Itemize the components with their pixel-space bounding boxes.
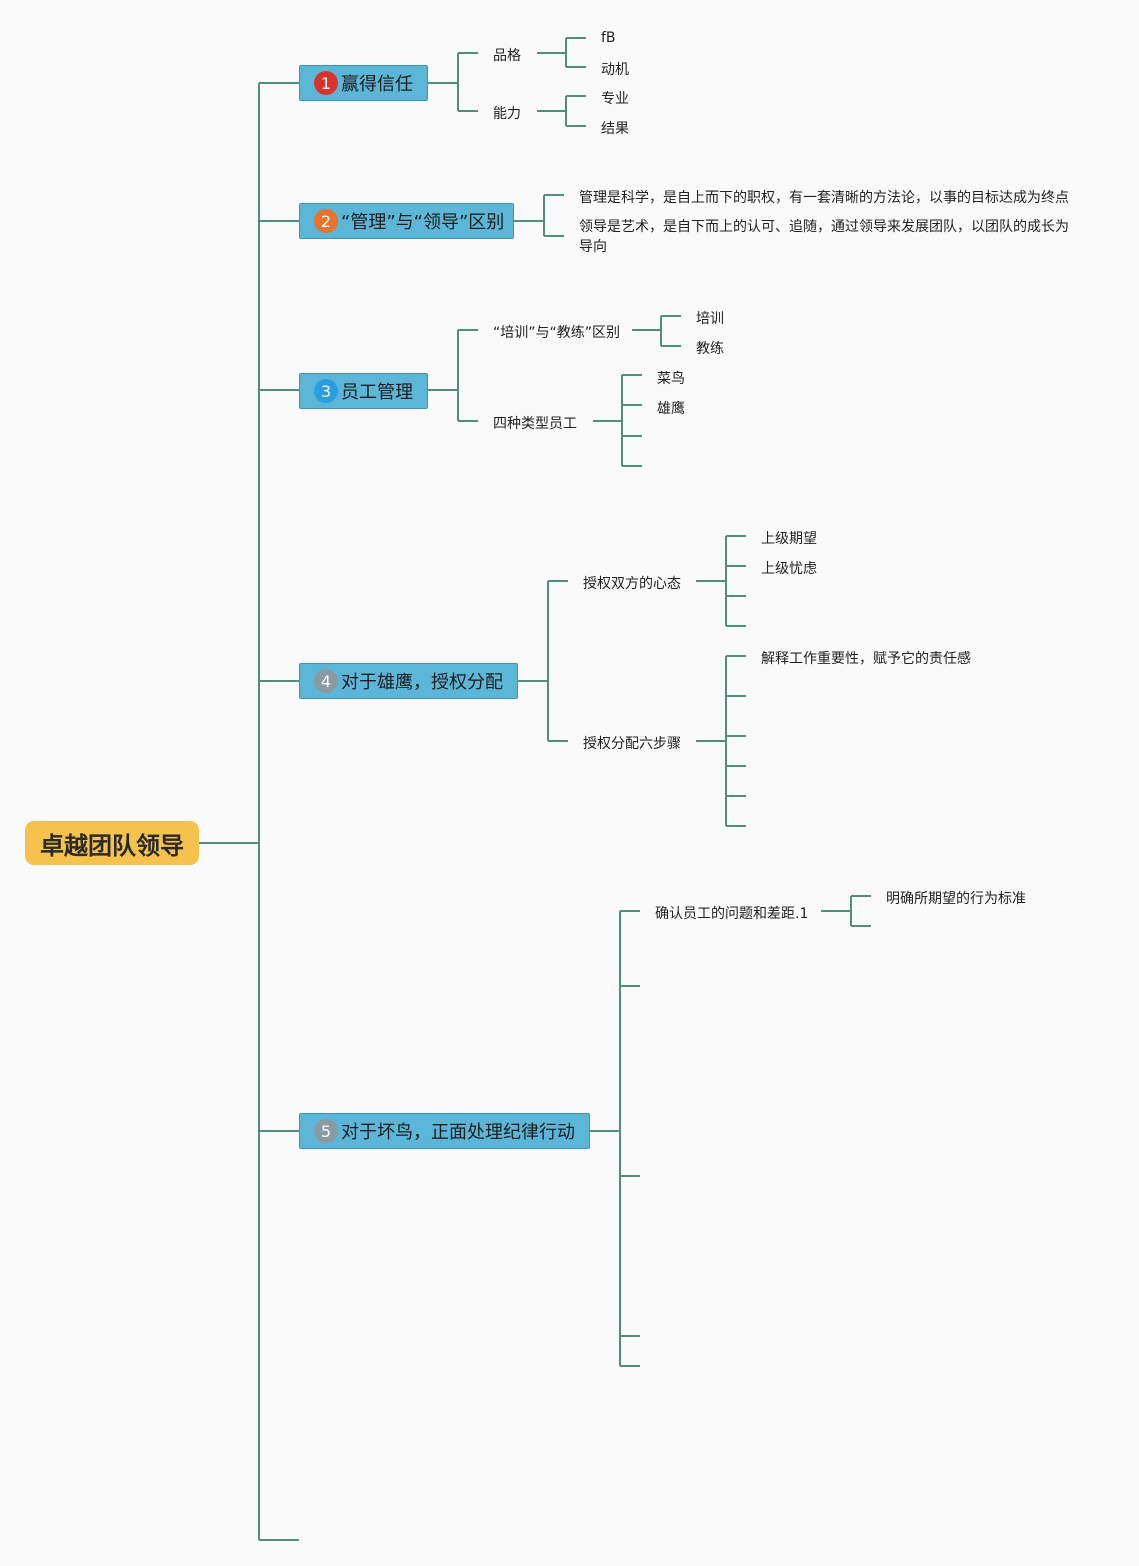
number-badge-2: 2 bbox=[314, 209, 338, 233]
connector bbox=[514, 194, 564, 237]
number-badge-5: 5 bbox=[314, 1119, 338, 1143]
leaf-superior-expectation[interactable]: 上级期望 bbox=[761, 531, 817, 547]
connector bbox=[537, 95, 586, 127]
connector bbox=[428, 52, 478, 112]
subtopic-delegation-mindset[interactable]: 授权双方的心态 bbox=[583, 576, 681, 592]
branch-3-label: 员工管理 bbox=[341, 382, 413, 403]
leaf-leadership-definition[interactable]: 领导是艺术，是自下而上的认可、追随，通过领导来发展团队，以团队的成长为导向 bbox=[579, 219, 1069, 255]
number-badge-3: 3 bbox=[314, 379, 338, 403]
connector bbox=[821, 895, 871, 927]
leaf-fb[interactable]: fB bbox=[601, 30, 616, 46]
connector bbox=[632, 315, 681, 347]
leaf-jieguo[interactable]: 结果 bbox=[601, 121, 629, 137]
leaf-zhuanye[interactable]: 专业 bbox=[601, 91, 629, 107]
root-topic[interactable]: 卓越团队领导 bbox=[25, 821, 199, 865]
number-badge-1: 1 bbox=[314, 71, 338, 95]
subtopic-confirm-problem[interactable]: 确认员工的问题和差距.1 bbox=[655, 906, 809, 922]
connector bbox=[590, 910, 640, 1367]
leaf-superior-concern[interactable]: 上级忧虑 bbox=[761, 561, 817, 577]
branch-5-label: 对于坏鸟，正面处理纪律行动 bbox=[341, 1122, 575, 1143]
branch-1-topic[interactable]: 1 赢得信任 bbox=[299, 65, 428, 101]
branch-2-topic[interactable]: 2 “管理”与“领导”区别 bbox=[299, 203, 514, 239]
branch-5-topic[interactable]: 5 对于坏鸟，正面处理纪律行动 bbox=[299, 1113, 590, 1149]
connector bbox=[696, 535, 746, 627]
leaf-peixun[interactable]: 培训 bbox=[696, 311, 724, 327]
leaf-jiaolian[interactable]: 教练 bbox=[696, 341, 724, 357]
leaf-rookie[interactable]: 菜鸟 bbox=[657, 371, 685, 387]
subtopic-training-vs-coaching[interactable]: “培训”与“教练”区别 bbox=[493, 325, 621, 341]
subtopic-six-delegation-steps[interactable]: 授权分配六步骤 bbox=[583, 736, 681, 752]
branch-4-label: 对于雄鹰，授权分配 bbox=[341, 672, 503, 693]
leaf-management-definition[interactable]: 管理是科学，是自上而下的职权，有一套清晰的方法论，以事的目标达成为终点 bbox=[579, 190, 1069, 206]
connector bbox=[518, 580, 568, 742]
connector bbox=[593, 374, 642, 467]
number-badge-4: 4 bbox=[314, 669, 338, 693]
connector bbox=[428, 329, 478, 422]
connector bbox=[537, 37, 586, 68]
connector bbox=[259, 82, 299, 1541]
subtopic-pinge[interactable]: 品格 bbox=[493, 48, 521, 64]
subtopic-four-employee-types[interactable]: 四种类型员工 bbox=[493, 416, 577, 432]
leaf-eagle[interactable]: 雄鹰 bbox=[657, 401, 685, 417]
connector bbox=[696, 655, 746, 827]
subtopic-nengli[interactable]: 能力 bbox=[493, 106, 521, 122]
leaf-dongji[interactable]: 动机 bbox=[601, 62, 629, 78]
branch-3-topic[interactable]: 3 员工管理 bbox=[299, 373, 428, 409]
branch-4-topic[interactable]: 4 对于雄鹰，授权分配 bbox=[299, 663, 518, 699]
leaf-behavior-standard[interactable]: 明确所期望的行为标准 bbox=[886, 891, 1026, 907]
branch-1-label: 赢得信任 bbox=[341, 74, 413, 95]
leaf-explain-importance[interactable]: 解释工作重要性，赋予它的责任感 bbox=[761, 651, 971, 667]
branch-2-label: “管理”与“领导”区别 bbox=[341, 212, 505, 233]
